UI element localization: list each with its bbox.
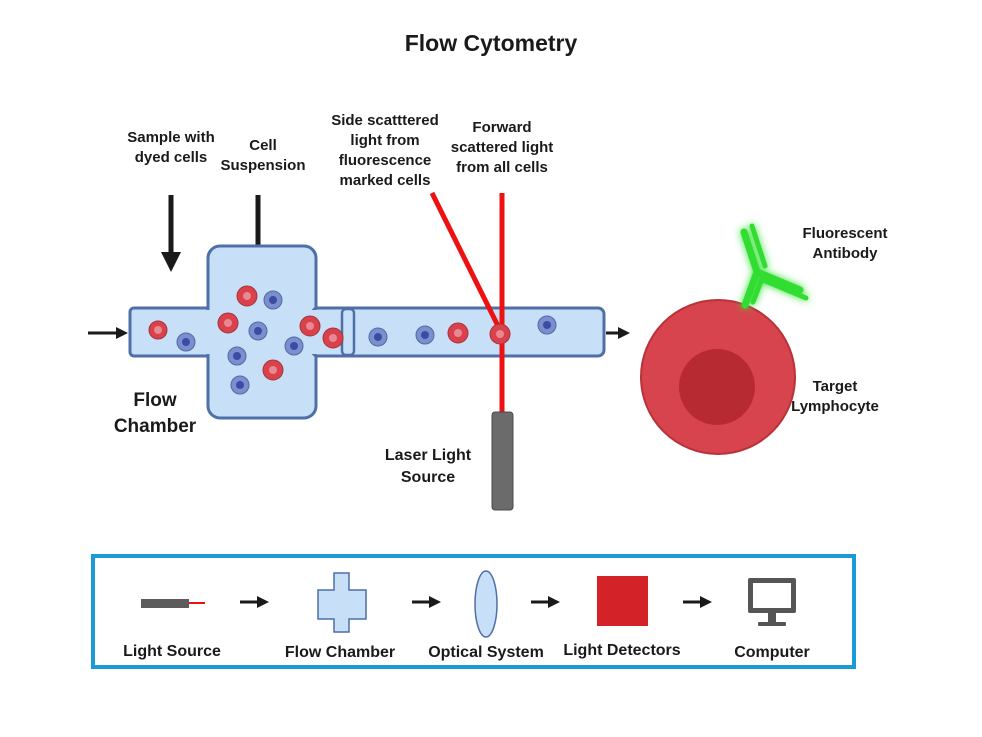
cell-red <box>148 320 168 340</box>
legend-box <box>91 554 856 669</box>
nozzle-constriction <box>340 307 356 357</box>
laser-light-source-label: Laser Light Source <box>384 447 472 486</box>
flow-chamber-icon <box>317 572 367 633</box>
legend-label-light-detectors: Light Detectors <box>563 642 681 659</box>
cell-red <box>236 285 258 307</box>
light-detector-icon <box>597 576 648 626</box>
cell-suspension-label: Cell Suspension <box>220 137 306 174</box>
legend-label-optical-system: Optical System <box>428 644 544 661</box>
cell-red <box>299 315 321 337</box>
computer-monitor-icon <box>748 578 796 626</box>
cell-blue <box>230 375 250 395</box>
fluorescent-antibody <box>740 223 809 309</box>
cell-blue <box>227 346 247 366</box>
cell-blue <box>176 332 196 352</box>
cell-red <box>322 327 344 349</box>
cell-blue <box>415 325 435 345</box>
side-scatter-label: Side scatttered light from fluorescence … <box>331 112 439 189</box>
optical-lens-icon <box>474 570 498 638</box>
cell-red <box>447 322 469 344</box>
cell-blue <box>368 327 388 347</box>
cell-red <box>489 323 511 345</box>
legend-label-computer: Computer <box>734 644 810 661</box>
cell-blue <box>537 315 557 335</box>
forward-scatter-label: Forward scattered light from all cells <box>450 119 554 176</box>
cells <box>148 285 557 395</box>
chamber-inlet-channel <box>128 306 216 358</box>
side-scatter-beam <box>429 191 503 332</box>
diagram-title: Flow Cytometry <box>404 30 578 56</box>
cell-red <box>217 312 239 334</box>
laser-device <box>491 411 514 511</box>
cell-blue <box>284 336 304 356</box>
target-lymphocyte <box>640 299 796 455</box>
light-source-icon <box>141 599 205 608</box>
cell-red <box>262 359 284 381</box>
lymphocyte-nucleus <box>679 349 755 425</box>
legend-label-light-source: Light Source <box>123 643 221 660</box>
legend-label-flow-chamber: Flow Chamber <box>284 644 396 661</box>
fluorescent-antibody-label: Fluorescent Antibody <box>802 225 888 262</box>
chamber-body-fill-patch <box>206 310 220 354</box>
sample-with-dyed-cells-label: Sample with dyed cells <box>127 129 215 166</box>
cell-blue <box>263 290 283 310</box>
cell-blue <box>248 321 268 341</box>
target-lymphocyte-label: Target Lymphocyte <box>791 378 879 415</box>
flow-chamber-label: Flow Chamber <box>113 390 197 437</box>
